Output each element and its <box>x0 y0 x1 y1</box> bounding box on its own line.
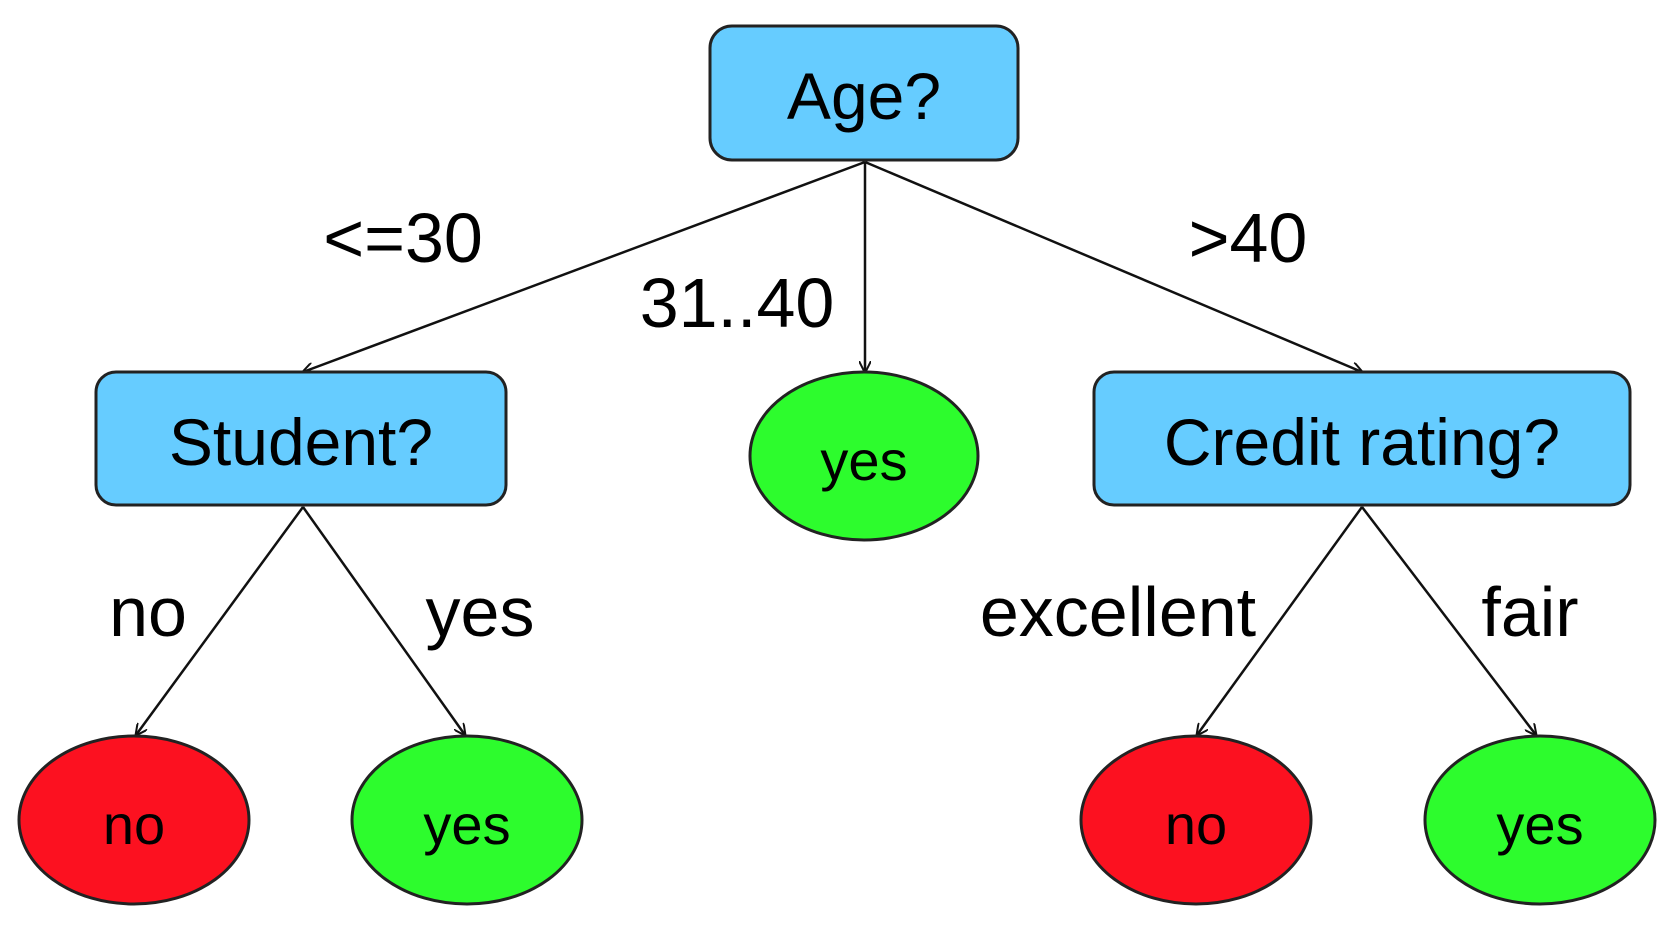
node-student: Student? <box>94 370 508 507</box>
node-credit-label: Credit rating? <box>1164 405 1560 479</box>
node-student-label: Student? <box>169 405 433 479</box>
edge-label-age-gt40: >40 <box>1189 199 1308 277</box>
edge-label-credit-fair: fair <box>1481 573 1578 651</box>
node-age-label: Age? <box>787 59 941 133</box>
node-age: Age? <box>708 24 1020 162</box>
node-credit-box <box>1092 370 1632 507</box>
edge-label-credit-excellent: excellent <box>980 573 1256 651</box>
leaf-middle-yes-shape <box>748 370 980 542</box>
leaf-credit-yes-shape <box>1423 734 1657 906</box>
leaf-credit-no-label: no <box>1165 793 1227 856</box>
edge-credit-to-no <box>1197 506 1364 735</box>
leaf-credit-no: no <box>1079 734 1313 906</box>
edge-student-to-yes <box>301 506 465 735</box>
edge-credit-to-yes <box>1361 506 1536 735</box>
edge-label-age-31-40: 31..40 <box>640 264 835 342</box>
edge-age-to-student <box>303 160 866 372</box>
leaf-student-no: no <box>17 734 251 906</box>
leaf-credit-no-shape <box>1079 734 1313 906</box>
node-credit-rating: Credit rating? <box>1092 370 1632 507</box>
leaf-middle-yes: yes <box>748 370 980 542</box>
edge-age-to-credit <box>864 160 1362 372</box>
leaf-student-yes: yes <box>350 734 584 906</box>
leaf-student-no-label: no <box>103 793 165 856</box>
leaf-middle-yes-label: yes <box>820 429 907 492</box>
node-student-box <box>94 370 508 507</box>
leaf-credit-yes: yes <box>1423 734 1657 906</box>
leaf-student-yes-label: yes <box>423 793 510 856</box>
leaf-student-no-shape <box>17 734 251 906</box>
edge-label-age-le30: <=30 <box>323 199 483 277</box>
leaf-student-yes-shape <box>350 734 584 906</box>
node-age-box <box>708 24 1020 162</box>
edge-label-student-no: no <box>109 573 187 651</box>
leaf-credit-yes-label: yes <box>1496 793 1583 856</box>
edge-student-to-no <box>136 506 305 735</box>
edge-label-student-yes: yes <box>426 573 535 651</box>
